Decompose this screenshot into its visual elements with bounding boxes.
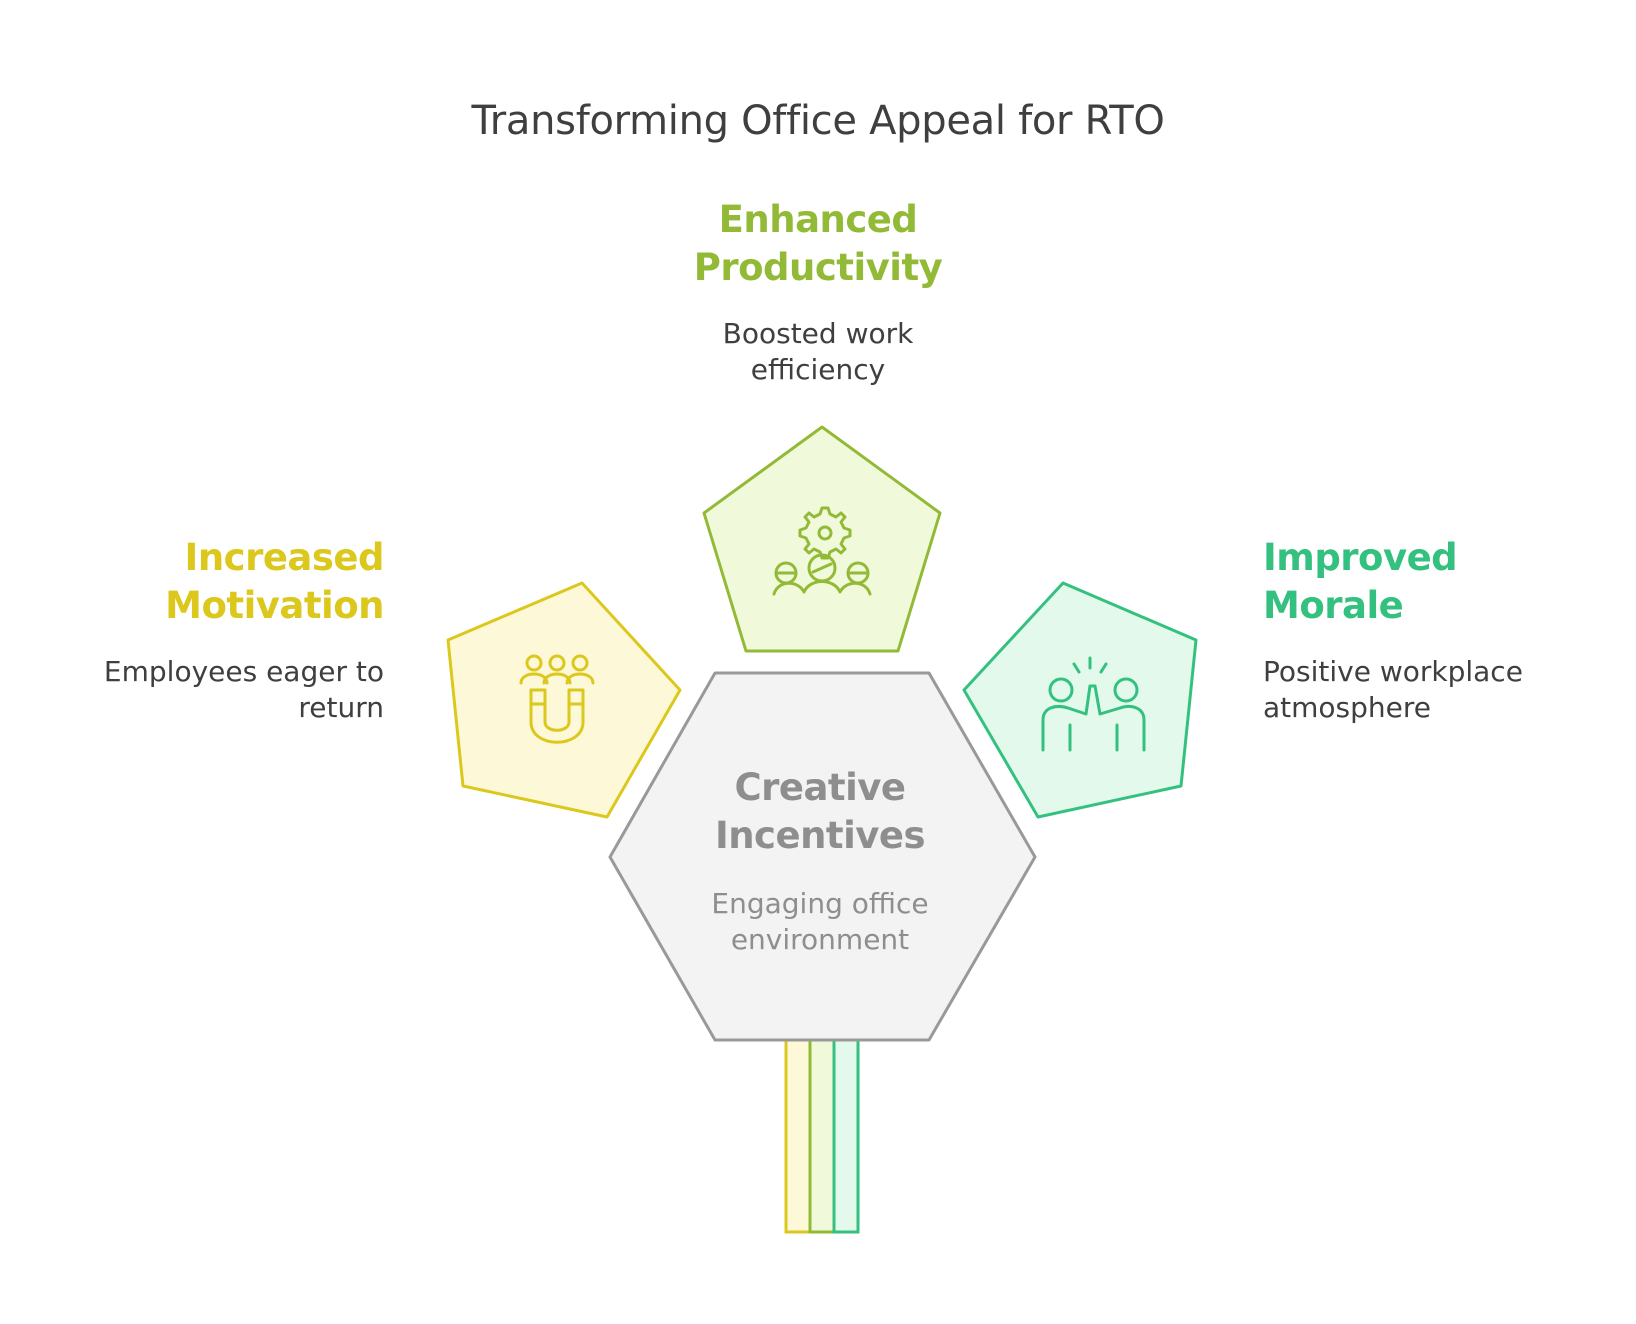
top-node-description: Boosted work efficiency [618,316,1018,388]
right-node-heading: Improved Morale [1263,534,1603,630]
magnet-people-icon [519,654,595,744]
left-pentagon [446,581,682,819]
top-heading-line1: Enhanced [718,198,918,241]
left-heading-line1: Increased [184,536,385,579]
left-desc-line2: return [298,691,384,724]
right-desc-line1: Positive workplace [1263,655,1523,688]
center-hexagon [608,671,1037,1042]
center-desc-line2: environment [730,923,910,956]
right-desc-line2: atmosphere [1263,691,1431,724]
top-desc-line1: Boosted work [722,317,914,350]
left-node-description: Employees eager to return [40,654,384,726]
left-node-heading: Increased Motivation [40,534,384,630]
left-desc-line1: Employees eager to [103,655,384,688]
center-heading-line2: Incentives [714,814,926,857]
stem-green [808,1038,836,1234]
high-five-icon [1041,656,1146,752]
top-node-heading: Enhanced Productivity [618,196,1018,292]
stems [784,1038,860,1234]
top-heading-line2: Productivity [693,246,943,289]
stem-yellow [784,1038,812,1234]
gear-team-icon [772,506,872,596]
center-desc-line1: Engaging office [711,887,929,920]
diagram-title: Transforming Office Appeal for RTO [471,98,1165,144]
stem-teal [832,1038,860,1234]
top-desc-line2: efficiency [750,353,886,386]
center-node-description: Engaging office environment [620,886,1020,958]
center-heading-line1: Creative [734,766,906,809]
right-heading-line2: Morale [1263,584,1404,627]
left-heading-line2: Motivation [165,584,384,627]
right-pentagon [962,581,1198,819]
right-heading-line1: Improved [1263,536,1458,579]
center-node-heading: Creative Incentives [620,764,1020,860]
right-node-description: Positive workplace atmosphere [1263,654,1603,726]
